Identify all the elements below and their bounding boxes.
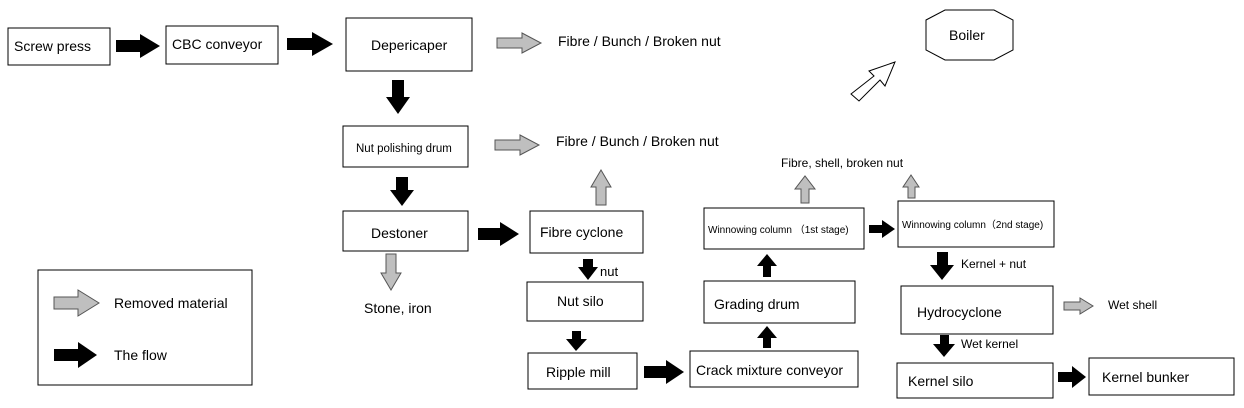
hydrocyclone-label: Hydrocyclone [917, 304, 1002, 320]
removed-arrow-depericaper [496, 32, 543, 54]
removed-arrow-winnowing-1 [793, 175, 817, 204]
flow-arrow-destoner-to-fibre-cyclone [478, 222, 519, 246]
flow-arrow-cyclone-to-nut-silo [578, 259, 598, 280]
crack-mixture-conveyor-label: Crack mixture conveyor [696, 362, 843, 378]
boiler-hexagon [925, 9, 1014, 61]
cbc-conveyor-label: CBC conveyor [172, 36, 263, 52]
legend-removed-label: Removed material [114, 295, 228, 311]
ripple-mill-box [527, 352, 638, 390]
wet-kernel-label: Wet kernel [961, 337, 1018, 351]
winnowing-column-2-box [897, 200, 1055, 248]
destoner-removed-label: Stone, iron [364, 300, 432, 316]
legend-flow-label: The flow [114, 347, 168, 363]
flow-arrow-winnowing-1-to-2 [869, 220, 895, 238]
legend-box [37, 269, 253, 386]
flow-arrows [54, 32, 1086, 388]
winnowing-removed-label: Fibre, shell, broken nut [781, 156, 904, 170]
screw-press-box [7, 27, 111, 66]
kernel-silo-label: Kernel silo [908, 373, 974, 389]
flow-arrow-cbc-to-depericaper [287, 32, 333, 56]
fibre-cyclone-box [529, 210, 644, 254]
removed-material-arrows [53, 32, 1094, 317]
depericaper-box [345, 17, 473, 72]
nut-silo-label: Nut silo [557, 293, 604, 309]
ripple-mill-label: Ripple mill [546, 364, 611, 380]
flow-arrow-ripple-to-crack-conveyor [644, 360, 684, 384]
flow-arrow-kernel-silo-to-bunker [1058, 366, 1086, 388]
kernel-silo-box [896, 362, 1054, 399]
screw-press-label: Screw press [14, 38, 91, 54]
nut-label: nut [600, 264, 618, 279]
removed-arrow-winnowing-2 [902, 174, 920, 199]
flow-arrow-grading-to-winnowing-1 [757, 254, 777, 277]
legend-removed-arrow [53, 289, 100, 317]
destoner-label: Destoner [371, 225, 428, 241]
flow-arrow-nut-silo-to-ripple-mill [566, 331, 587, 351]
nut-polishing-drum-box [342, 125, 469, 168]
flow-arrow-hydrocyclone-to-kernel-silo [933, 335, 955, 357]
hydrocyclone-box [900, 285, 1054, 335]
flow-arrow-depericaper-to-polishing [386, 80, 410, 114]
boiler-feed-arrow [850, 61, 896, 102]
winnowing-column-1-box [703, 207, 865, 250]
grading-drum-label: Grading drum [714, 296, 800, 312]
grading-drum-box [703, 280, 856, 324]
nut-silo-box [526, 281, 644, 322]
legend-flow-arrow [54, 342, 97, 368]
flow-arrow-polishing-to-destoner [390, 177, 414, 206]
depericaper-label: Depericaper [371, 37, 448, 53]
flow-arrow-winnowing-2-to-hydrocyclone [930, 252, 954, 280]
cbc-conveyor-box [165, 25, 279, 65]
nut-polishing-drum-label: Nut polishing drum [356, 143, 452, 155]
removed-arrow-fibre-cyclone [590, 169, 612, 206]
kernel-nut-label: Kernel + nut [961, 257, 1027, 271]
wet-shell-label: Wet shell [1108, 298, 1157, 312]
flow-arrow-crack-to-grading [757, 326, 777, 348]
crack-mixture-conveyor-box [689, 350, 859, 388]
winnowing-column-2-label: Winnowing column（2nd stage) [902, 219, 1043, 231]
removed-arrow-hydrocyclone [1063, 297, 1094, 315]
depericaper-removed-label: Fibre / Bunch / Broken nut [558, 33, 721, 49]
winnowing-column-1-label: Winnowing column （1st stage) [708, 224, 849, 236]
removed-arrow-destoner [380, 253, 402, 291]
destoner-box [342, 210, 469, 252]
polishing-removed-label: Fibre / Bunch / Broken nut [556, 133, 719, 149]
kernel-bunker-box [1088, 357, 1235, 396]
fibre-cyclone-label: Fibre cyclone [540, 224, 623, 240]
boiler-label: Boiler [949, 27, 985, 43]
removed-arrow-polishing [494, 134, 541, 156]
kernel-bunker-label: Kernel bunker [1102, 369, 1190, 385]
flow-arrow-screw-to-cbc [116, 34, 160, 58]
